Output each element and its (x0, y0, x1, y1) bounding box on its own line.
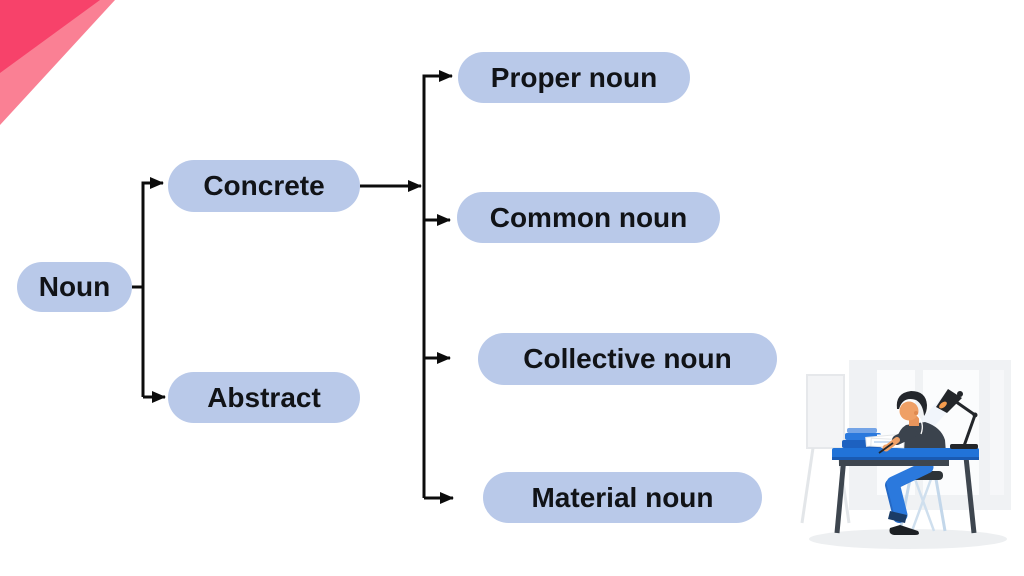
node-noun: Noun (17, 262, 132, 312)
pen (878, 442, 894, 454)
earphone-wire (916, 414, 923, 435)
writing-arm (878, 428, 917, 454)
node-abstract-label: Abstract (207, 381, 321, 413)
desk (832, 448, 979, 534)
node-common-noun-label: Common noun (489, 201, 688, 233)
node-collective-noun: Collective noun (478, 333, 777, 385)
node-concrete-label: Concrete (203, 170, 325, 201)
node-abstract: Abstract (168, 372, 360, 423)
edge-trunk-to-concrete (141, 177, 164, 397)
node-material-noun-label: Material noun (531, 481, 714, 513)
edge-trunk-to-proper (422, 70, 453, 498)
easel-canvas (800, 374, 851, 524)
node-material-noun: Material noun (483, 472, 762, 523)
corner-triangle-light (0, 0, 115, 125)
desk-lamp (936, 389, 978, 449)
node-concrete: Concrete (168, 160, 360, 212)
floor-shadow (809, 529, 1007, 549)
node-proper-noun: Proper noun (458, 52, 690, 103)
studying-person-illustration-icon (800, 360, 1011, 549)
node-collective-noun-label: Collective noun (523, 343, 732, 374)
node-common-noun: Common noun (457, 192, 720, 243)
node-proper-noun-label: Proper noun (490, 61, 658, 93)
corner-triangle-dark (0, 0, 100, 73)
node-noun-label: Noun (38, 271, 111, 302)
